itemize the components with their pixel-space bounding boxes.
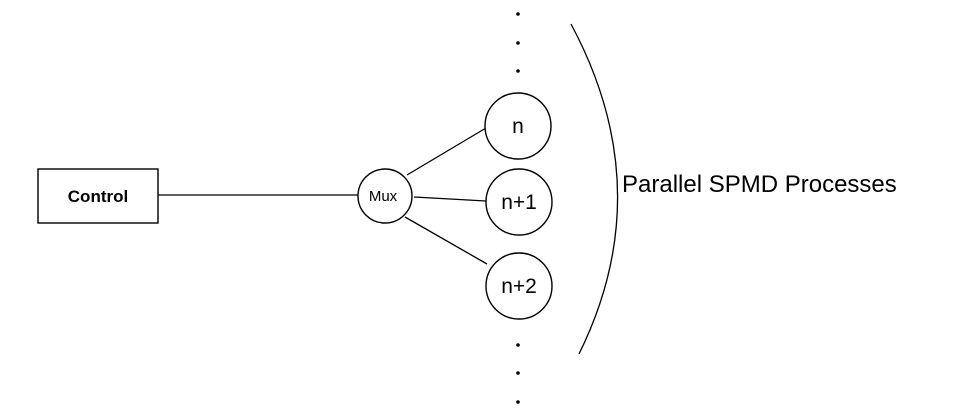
- dot: [516, 12, 520, 16]
- mux-to-process-n-edge: [406, 127, 487, 176]
- dot: [516, 371, 520, 375]
- mux-label: Mux: [369, 188, 398, 205]
- control-label: Control: [68, 187, 128, 206]
- dot: [516, 41, 520, 45]
- mux-circle: [357, 168, 413, 224]
- process-circle-n1: [485, 168, 553, 236]
- continuation-dots-top: [516, 12, 520, 73]
- process-node-n: n: [484, 92, 552, 160]
- mux-node: Mux: [357, 168, 413, 224]
- process-label-n1: n+1: [501, 191, 537, 214]
- process-circle-n2: [485, 252, 553, 320]
- process-label-n: n: [512, 115, 524, 138]
- dot: [516, 400, 520, 404]
- dot: [516, 343, 520, 347]
- process-group-bracket: [570, 23, 619, 355]
- mux-to-process-n1-edge: [413, 196, 487, 202]
- control-node: Control: [37, 168, 159, 224]
- process-node-n1: n+1: [485, 168, 553, 236]
- process-label-n2: n+2: [501, 275, 537, 298]
- control-box: [37, 168, 159, 224]
- mux-to-process-n2-edge: [404, 216, 488, 265]
- continuation-dots-bottom: [516, 343, 520, 404]
- process-circle-n: [484, 92, 552, 160]
- group-label: Parallel SPMD Processes: [622, 171, 897, 198]
- process-node-n2: n+2: [485, 252, 553, 320]
- dot: [516, 69, 520, 73]
